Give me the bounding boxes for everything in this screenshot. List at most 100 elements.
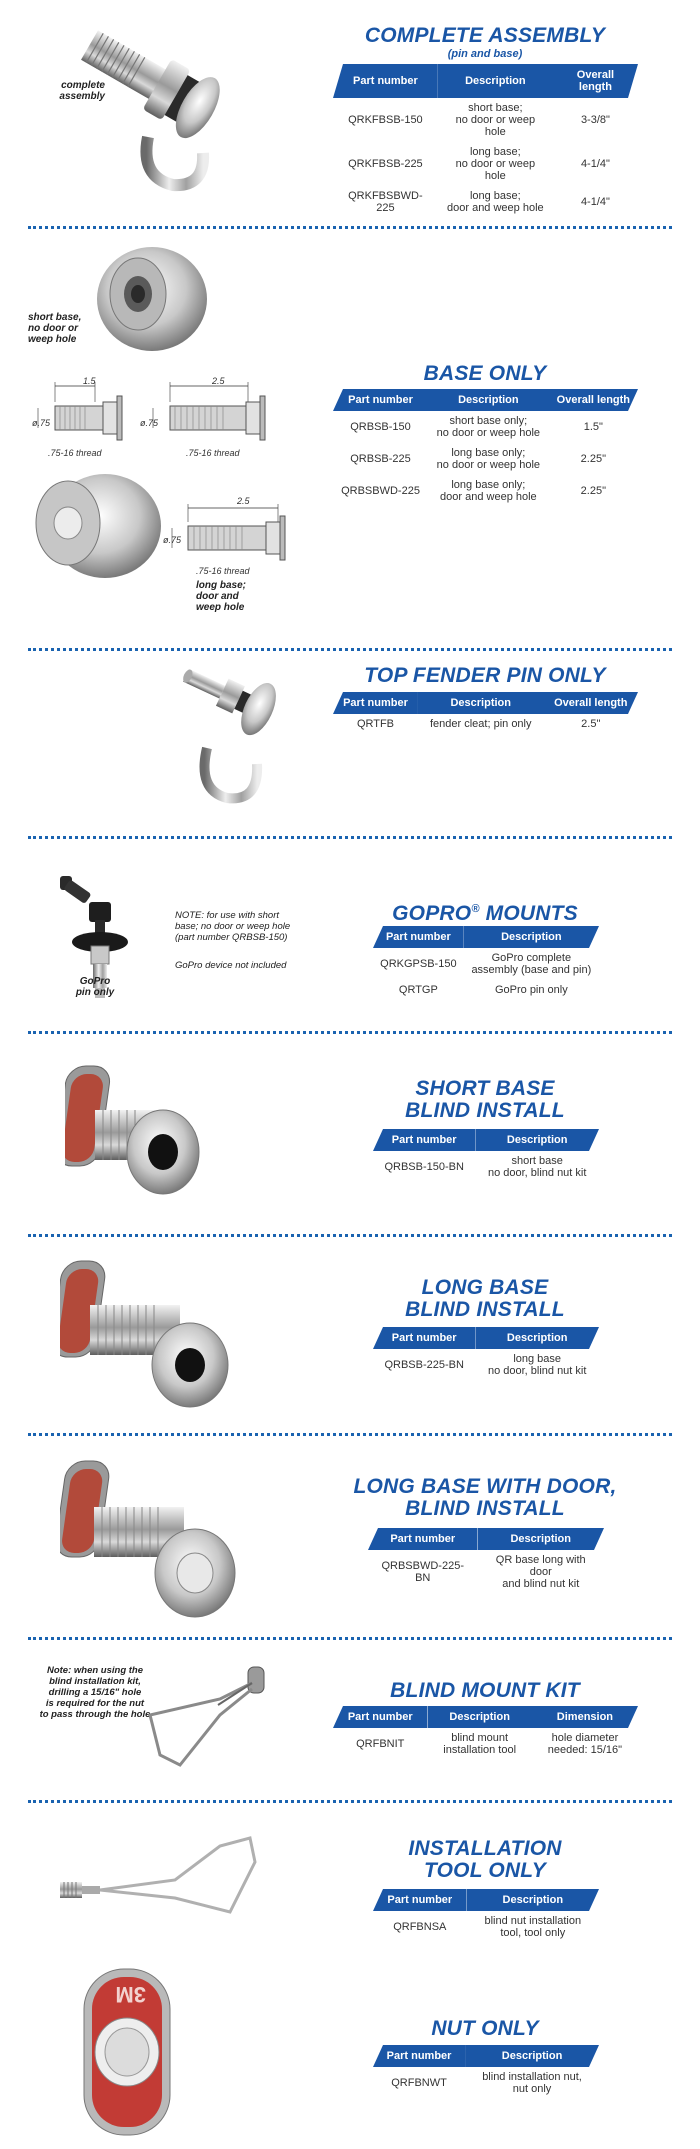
table-cell: QRBSB-225-BN bbox=[384, 1359, 464, 1371]
short-base-dimension-drawing bbox=[37, 382, 123, 441]
column-header: Part number bbox=[373, 1327, 476, 1349]
table-cell: 2.25" bbox=[580, 453, 606, 465]
column-header: Overall length bbox=[544, 692, 638, 714]
gopro-pin-image bbox=[60, 876, 128, 998]
table-cell: blind installation nut, nut only bbox=[482, 2071, 582, 2095]
installation-tool-title: INSTALLATION TOOL ONLY bbox=[408, 1837, 562, 1882]
column-header: Description bbox=[475, 1327, 599, 1349]
table-cell: short base; no door or weep hole bbox=[455, 102, 536, 138]
gopro-note-device: GoPro device not included bbox=[175, 960, 287, 971]
nut-only-title: NUT ONLY bbox=[431, 2017, 539, 2040]
table-cell: 2.5" bbox=[581, 718, 601, 730]
column-header: Overall length bbox=[549, 389, 638, 411]
table-row: QRTFB fender cleat; pin only 2.5" bbox=[333, 714, 638, 734]
complete-assembly-image bbox=[81, 30, 220, 192]
table-cell: long base no door, blind nut kit bbox=[487, 1353, 587, 1377]
complete-assembly-subtitle: (pin and base) bbox=[447, 48, 523, 60]
long-base-door-dimension-drawing bbox=[171, 504, 286, 561]
short-base-blind-title: SHORT BASE BLIND INSTALL bbox=[405, 1077, 565, 1122]
table-cell: QRTFB bbox=[356, 718, 395, 730]
long-base-door-length-label: 2.5 bbox=[237, 496, 250, 506]
table-row: QRBSB-225-BN long base no door, blind nut… bbox=[373, 1349, 599, 1381]
table-row: QRKFBSB-225 long base; no door or weep ho… bbox=[333, 142, 638, 186]
table-cell: QRFBNSA bbox=[393, 1921, 447, 1933]
table-cell: GoPro complete assembly (base and pin) bbox=[471, 952, 592, 976]
column-header: Description bbox=[464, 926, 599, 948]
long-base-door-caption: long base; door and weep hole bbox=[196, 580, 247, 613]
section-divider bbox=[28, 1031, 672, 1034]
short-base-length-label: 1.5 bbox=[83, 376, 96, 386]
gopro-title: GoPro® MOUNTS bbox=[335, 898, 635, 925]
table-cell: long base; no door or weep hole bbox=[455, 146, 536, 182]
column-header: Description bbox=[475, 1129, 599, 1151]
table-cell: long base only; no door or weep hole bbox=[436, 447, 541, 471]
long-base-dimension-drawing bbox=[152, 382, 266, 441]
table-row: QRBSB-225 long base only; no door or weep… bbox=[333, 443, 638, 475]
section-divider bbox=[28, 1800, 672, 1803]
table-cell: fender cleat; pin only bbox=[429, 718, 532, 730]
table-cell: 2.25" bbox=[580, 485, 606, 497]
table-cell: QRBSB-150-BN bbox=[384, 1161, 464, 1173]
registered-mark: ® bbox=[471, 903, 480, 915]
column-header: Part number bbox=[373, 2045, 466, 2067]
column-header: Part number bbox=[333, 389, 429, 411]
column-header: Description bbox=[477, 1528, 604, 1550]
table-cell: QRKFBSB-225 bbox=[348, 158, 423, 170]
column-header: Description bbox=[437, 64, 553, 98]
long-base-door-thread-label: .75-16 thread bbox=[196, 566, 250, 576]
blind-kit-title: BLIND MOUNT KIT bbox=[390, 1679, 580, 1702]
short-base-blind-image bbox=[65, 1065, 200, 1195]
section-divider bbox=[28, 836, 672, 839]
table-cell: short base no door, blind nut kit bbox=[487, 1155, 587, 1179]
long-base-length-label: 2.5 bbox=[212, 376, 225, 386]
long-base-door-blind-title: LONG BASE WITH DOOR, BLIND INSTALL bbox=[353, 1475, 617, 1520]
section-divider bbox=[28, 1234, 672, 1237]
column-header: Dimension bbox=[532, 1706, 638, 1728]
short-base-diameter-label: ø.75 bbox=[32, 418, 51, 428]
blind-kit-note: Note: when using the blind installation … bbox=[39, 1665, 151, 1720]
table-cell: short base only; no door or weep hole bbox=[436, 415, 541, 439]
blind-mount-kit-image bbox=[148, 1666, 265, 1767]
blind-nut-image: 3M bbox=[83, 1968, 171, 2136]
table-cell: long base; door and weep hole bbox=[447, 190, 544, 214]
table-cell: long base only; door and weep hole bbox=[440, 479, 537, 503]
short-base-image bbox=[97, 247, 207, 351]
gopro-title-suffix: MOUNTS bbox=[479, 902, 578, 925]
column-header: Overall length bbox=[553, 64, 638, 98]
gopro-title-brand: GoPro bbox=[392, 902, 472, 925]
section-divider bbox=[28, 1433, 672, 1436]
3m-logo: 3M bbox=[115, 1982, 146, 2007]
table-cell: 3-3/8" bbox=[580, 114, 610, 126]
complete-assembly-title: COMPLETE ASSEMBLY bbox=[364, 24, 606, 47]
column-header: Part number bbox=[333, 1706, 428, 1728]
long-base-door-blind-image bbox=[60, 1460, 236, 1618]
column-header: Part number bbox=[333, 64, 438, 98]
long-base-door-image bbox=[35, 474, 161, 578]
fender-pin-image bbox=[183, 668, 276, 804]
table-cell: QRBSB-225 bbox=[350, 453, 411, 465]
section-divider bbox=[28, 226, 672, 229]
table-cell: QRBSBWD-225 bbox=[341, 485, 420, 497]
column-header: Part number bbox=[373, 926, 464, 948]
table-cell: blind nut installation tool, tool only bbox=[484, 1915, 582, 1939]
table-cell: QRTGP bbox=[398, 984, 438, 996]
